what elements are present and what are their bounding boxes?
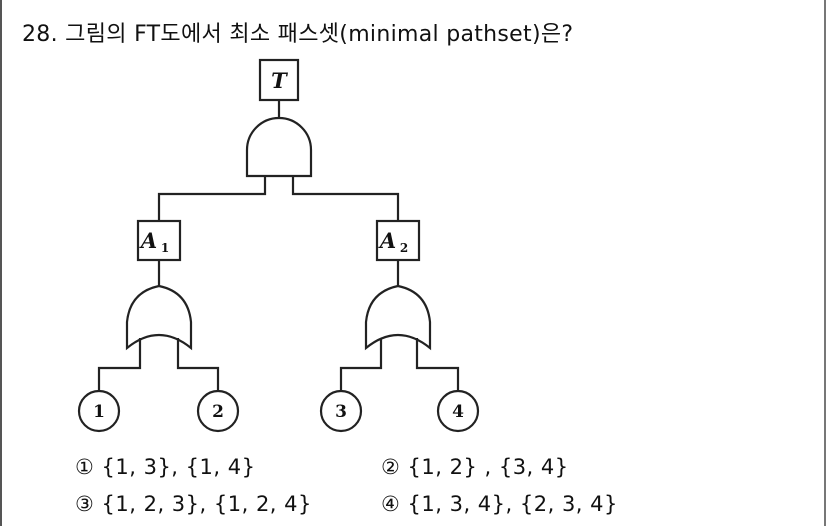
connector-or-left-2 [176, 338, 220, 391]
choice-4-text: {1, 3, 4}, {2, 3, 4} [407, 492, 618, 516]
choice-2-text: {1, 2} , {3, 4} [407, 455, 569, 479]
basic-event-1: 1 [77, 389, 121, 433]
choice-1-marker: ① [75, 455, 95, 479]
or-gate-right [364, 284, 432, 351]
basic-event-1-label: 1 [93, 402, 105, 422]
or-gate-left [125, 284, 193, 351]
top-event-label: T [271, 68, 288, 93]
connector-or-left-1 [97, 338, 142, 391]
intermediate-event-a1: A 1 [136, 219, 182, 262]
choice-4[interactable]: ④ {1, 3, 4}, {2, 3, 4} [381, 492, 618, 516]
basic-event-3-label: 3 [335, 402, 347, 422]
basic-event-2-label: 2 [212, 402, 224, 422]
choice-1-text: {1, 3}, {1, 4} [101, 455, 256, 479]
connector-or-right-4 [415, 338, 460, 391]
and-gate [245, 116, 313, 178]
connector-and-a2 [291, 176, 400, 221]
top-event-t: T [258, 58, 300, 102]
choice-3[interactable]: ③ {1, 2, 3}, {1, 2, 4} [75, 492, 312, 516]
basic-event-4: 4 [436, 389, 480, 433]
a1-sub-label: 1 [161, 241, 169, 255]
intermediate-event-a2: A 2 [375, 219, 421, 262]
choice-4-marker: ④ [381, 492, 401, 516]
svg-text:A: A [139, 228, 157, 253]
basic-event-4-label: 4 [452, 402, 464, 422]
basic-event-2: 2 [196, 389, 240, 433]
choice-3-marker: ③ [75, 492, 95, 516]
choice-2[interactable]: ② {1, 2} , {3, 4} [381, 455, 569, 479]
a2-base-label: A [378, 228, 396, 253]
connector-and-a1 [157, 176, 267, 221]
basic-event-3: 3 [319, 389, 363, 433]
choice-1[interactable]: ① {1, 3}, {1, 4} [75, 455, 255, 479]
a2-sub-label: 2 [400, 241, 408, 255]
choice-2-marker: ② [381, 455, 401, 479]
connector-or-right-3 [339, 338, 383, 391]
question-text: 28. 그림의 FT도에서 최소 패스셋(minimal pathset)은? [22, 22, 574, 47]
a1-base-label: A [139, 228, 157, 253]
choice-3-text: {1, 2, 3}, {1, 2, 4} [101, 492, 312, 516]
svg-text:A: A [378, 228, 396, 253]
